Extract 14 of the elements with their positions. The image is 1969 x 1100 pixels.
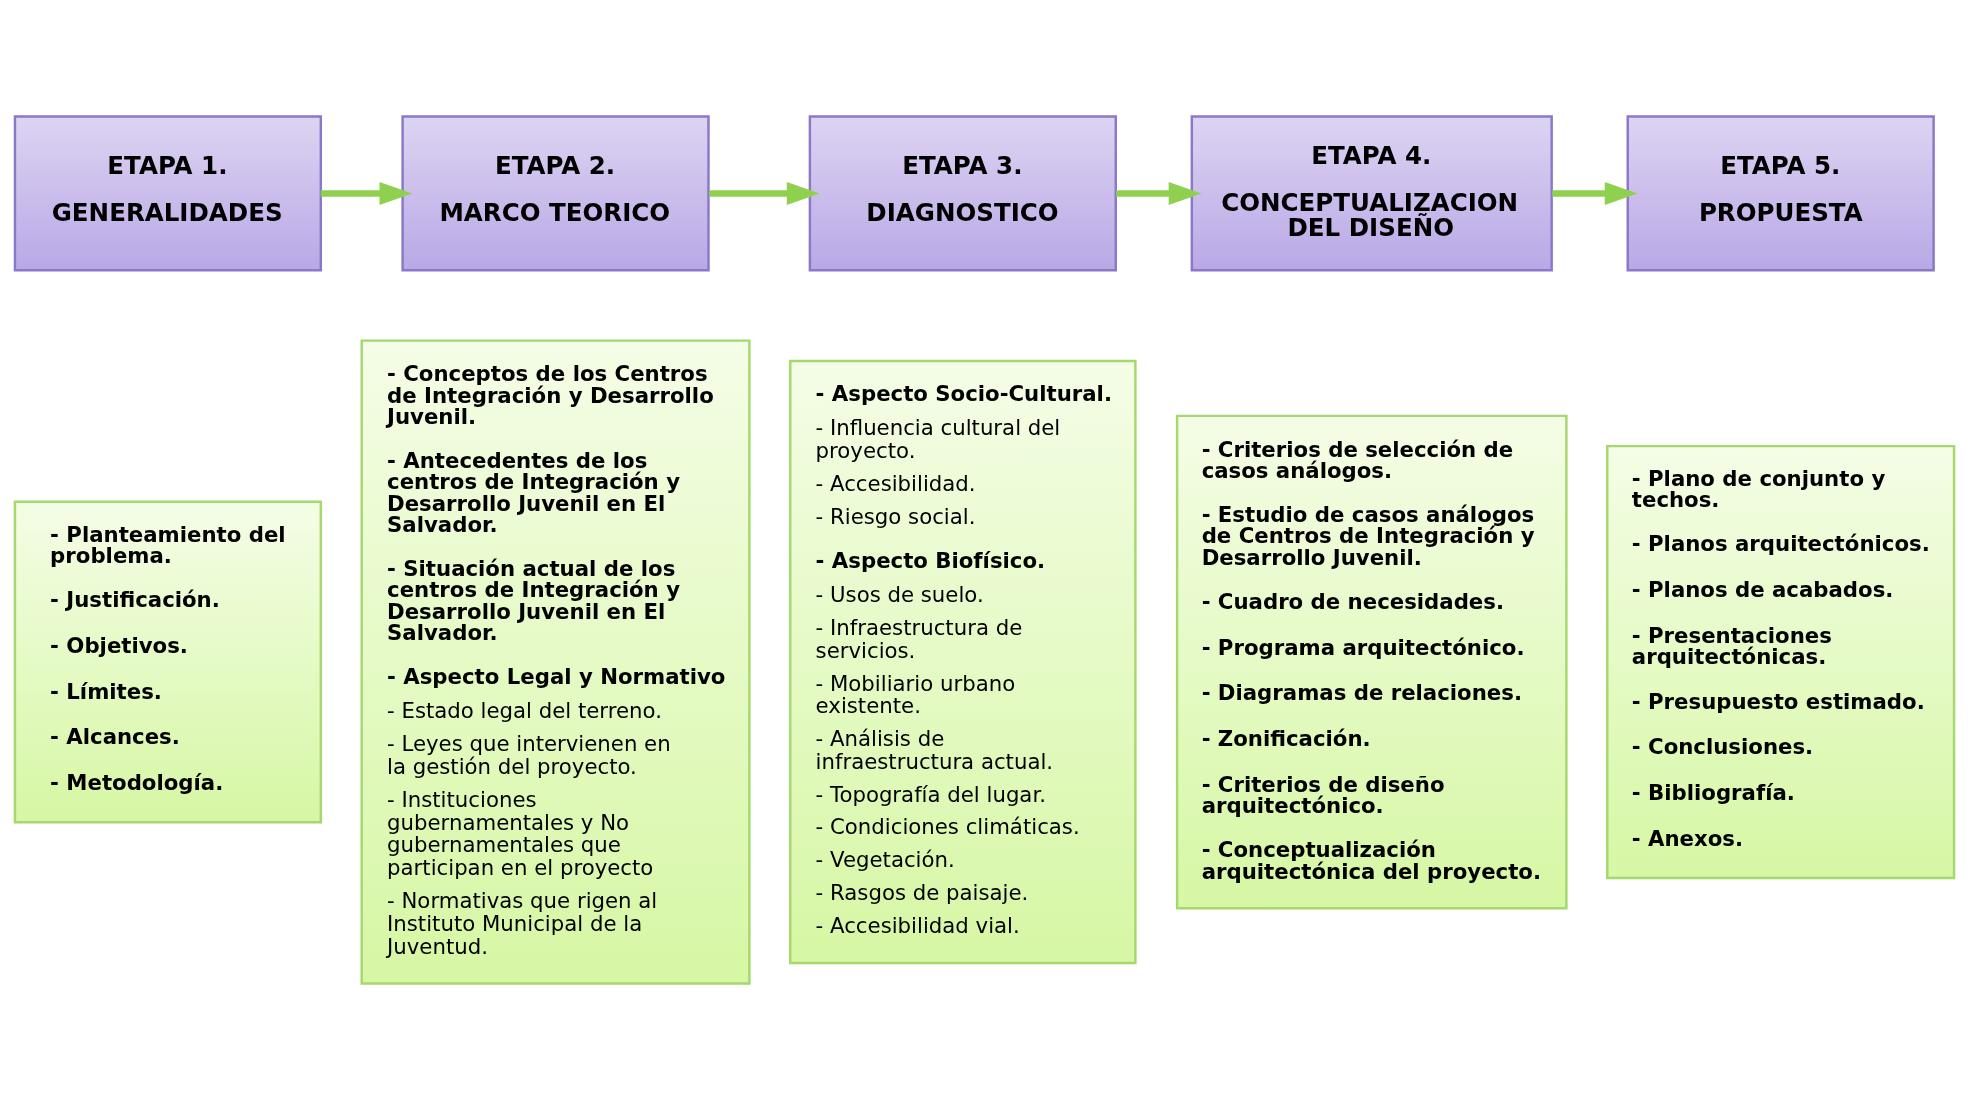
node-box: ETAPA 1. GENERALIDADES [13,115,323,272]
arrow [1116,181,1202,205]
node-box: ETAPA 2. MARCO TEORICO [401,115,710,272]
arrow [709,181,820,205]
node-box: - Planteamiento del problema. - Justificación. - Objetivos. - Límites. - Alcances. - Metodología. [13,500,323,824]
node-box: ETAPA 5. PROPUESTA [1626,115,1935,272]
node-box: ETAPA 4. CONCEPTUALIZACION DEL DISEÑO [1190,115,1553,272]
node-box: - Plano de conjunto y techos. - Planos arquitectónicos. - Planos de acabados. - Presentaciones arquitectónicas. - Presupuesto estimado. - Conclusiones. - Bibliografía. - Anexos. [1606,444,1956,880]
arrow [1552,181,1638,205]
arrow [320,181,413,205]
node-box: - Aspecto Socio-Cultural. - Influencia cultural del proyecto. - Accesibilidad. - Riesgo social. - Aspecto Biofísico. - Usos de suelo. - Infraestructura de servicios. - Mobiliario urbano existente. - Análisis de infraestructura actual. - Topografía del lugar. - Condiciones climáticas. - Vegetación. - Rasgos de paisaje. - Accesibilidad vial. [789,359,1137,965]
node-box: - Conceptos de los Centros de Integración y Desarrollo Juvenil. - Antecedentes de los centros de Integración y Desarrollo Juvenil en El Salvador. - Situación actual de los centros de Integración y Desarrollo Juvenil en El Salvador. - Aspecto Legal y Normativo - Estado legal del terreno. - Leyes que intervienen en la gestión del proyecto. - Instituciones gubernamentales y No gubernamentales que participan en el proyecto - Normativas que rigen al Instituto Municipal de la Juventud. [360,339,751,985]
node-box: - Criterios de selección de casos análogos. - Estudio de casos análogos de Centros de Integración y Desarrollo Juvenil. - Cuadro de necesidades. - Programa arquitectónico. - Diagramas de relaciones. - Zonificación. - Criterios de diseño arquitectónico. - Conceptualización arquitectónica del proyecto. [1175,414,1568,910]
node-box: ETAPA 3. DIAGNOSTICO [808,115,1117,272]
